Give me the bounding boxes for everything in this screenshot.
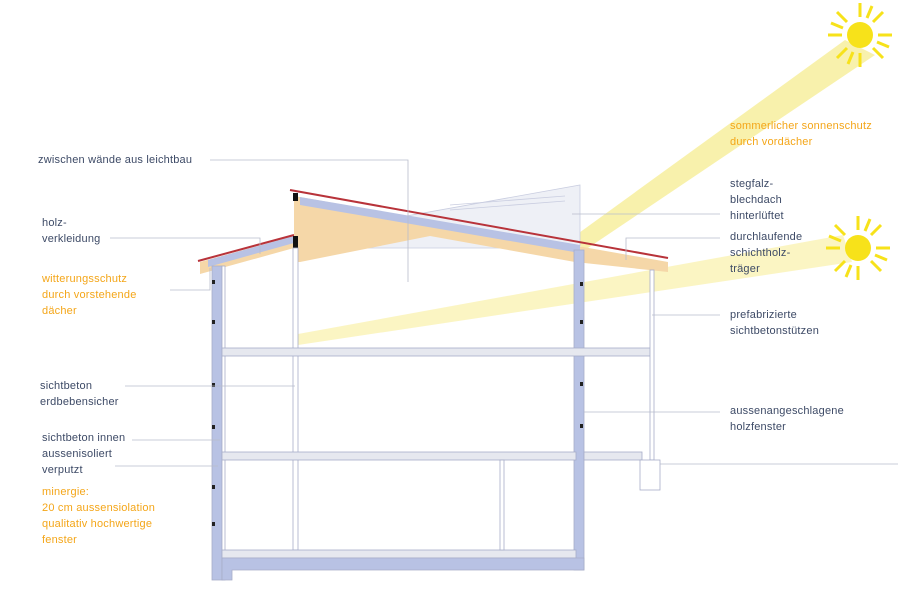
label-stegfalz: stegfalz- blechdach hinterlüftet <box>730 178 784 222</box>
label-schichtholz: durchlaufende schichtholz- träger <box>730 231 803 275</box>
main-roof-insulation <box>300 197 580 253</box>
foundation <box>221 557 585 581</box>
left-outer-wall <box>211 265 223 581</box>
canopy-slab <box>583 451 643 461</box>
label-minergie: minergie: 20 cm aussensiolation qualitat… <box>42 486 156 546</box>
label-sichtbeton-innen: sichtbeton innen aussenisoliert verputzt <box>42 432 126 476</box>
interior-wall <box>292 247 299 551</box>
label-sonnenschutz: sommerlicher sonnenschutz durch vordäche… <box>730 120 872 148</box>
label-witterungsschutz: witterungsschutz durch vorstehende däche… <box>42 273 137 317</box>
left-roof-insulation <box>208 236 294 267</box>
label-holzfenster: aussenangeschlagene holzfenster <box>730 405 844 433</box>
sun-icon <box>826 216 890 280</box>
prefab-column <box>649 269 655 461</box>
label-zwischenwaende: zwischen wände aus leichtbau <box>38 154 193 166</box>
sun-icon <box>828 3 892 67</box>
summer-sun-beam <box>572 40 875 250</box>
ground-slab <box>221 549 577 559</box>
middle-floor-slab <box>221 451 577 461</box>
label-sichtbeton-erdbeben: sichtbeton erdbebensicher <box>40 380 119 408</box>
label-sichtbetonstuetzen: prefabrizierte sichtbetonstützen <box>730 309 820 337</box>
label-holzverkleidung: holz- verkleidung <box>42 217 101 245</box>
upper-floor-slab <box>221 347 653 357</box>
right-outer-wall <box>573 249 585 571</box>
